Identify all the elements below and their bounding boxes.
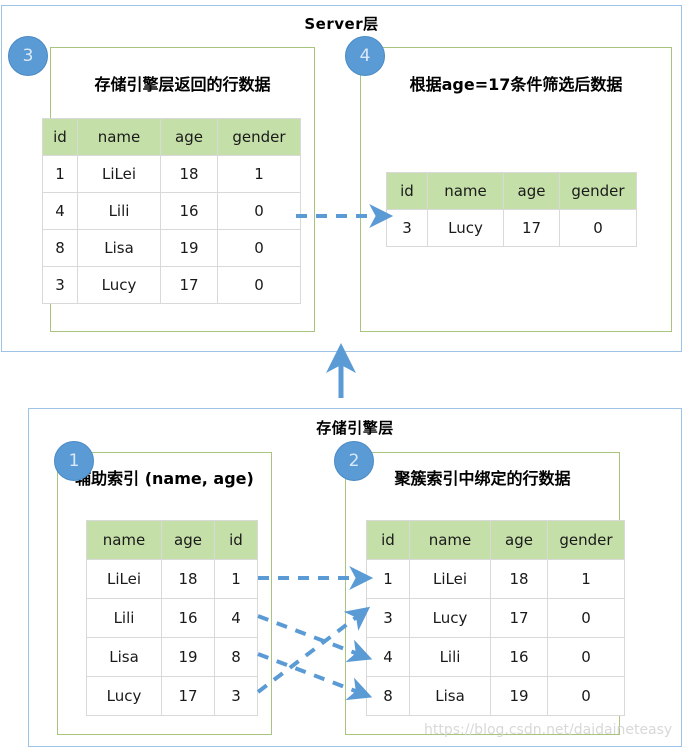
cell: 0 (559, 209, 637, 247)
table-row: LiLei 18 1 (86, 559, 258, 599)
panel-secondary-index-title: 辅助索引 (name, age) (75, 469, 254, 488)
column-header: name (77, 118, 161, 156)
column-header: age (160, 118, 218, 156)
cell: 1 (214, 559, 258, 599)
table-row: 3 Lucy 17 0 (42, 266, 301, 304)
table-returned-rows: id name age gender 1 LiLei 18 1 4 Lili 1… (42, 118, 301, 304)
column-header: gender (559, 172, 637, 210)
cell: Lisa (86, 637, 162, 677)
column-header: gender (217, 118, 301, 156)
table-header-row: id name age gender (386, 172, 637, 210)
table-row: 3 Lucy 17 0 (386, 209, 637, 247)
column-header: id (42, 118, 78, 156)
table-filtered-rows: id name age gender 3 Lucy 17 0 (386, 172, 637, 247)
cell: Lucy (409, 598, 491, 638)
cell: 0 (217, 266, 301, 304)
column-header: name (427, 172, 504, 210)
cell: Lili (409, 637, 491, 677)
table-header-row: id name age gender (42, 118, 301, 156)
table-row: 3 Lucy 17 0 (366, 598, 625, 638)
cell: 17 (503, 209, 560, 247)
cell: Lili (86, 598, 162, 638)
cell: 3 (386, 209, 428, 247)
column-header: id (214, 520, 258, 560)
cell: 19 (490, 676, 548, 716)
cell: 17 (490, 598, 548, 638)
panel-filtered-rows-title: 根据age=17条件筛选后数据 (409, 75, 623, 94)
table-clustered-index: id name age gender 1 LiLei 18 1 3 Lucy 1… (366, 520, 625, 716)
table-row: 4 Lili 16 0 (366, 637, 625, 677)
column-header: name (409, 520, 491, 560)
cell: 16 (490, 637, 548, 677)
cell: 3 (366, 598, 410, 638)
cell: 19 (160, 229, 218, 267)
panel-returned-rows-title: 存储引擎层返回的行数据 (94, 75, 271, 94)
cell: 4 (366, 637, 410, 677)
table-secondary-index: name age id LiLei 18 1 Lili 16 4 Lisa 19… (86, 520, 258, 716)
cell: Lili (77, 192, 161, 230)
storage-engine-layer-title: 存储引擎层 (316, 419, 394, 437)
cell: Lucy (77, 266, 161, 304)
cell: 18 (161, 559, 215, 599)
step-badge-2: 2 (334, 441, 374, 481)
server-layer-title: Server层 (304, 15, 379, 33)
cell: 0 (547, 676, 625, 716)
cell: 0 (547, 598, 625, 638)
table-row: Lili 16 4 (86, 598, 258, 638)
table-row: 8 Lisa 19 0 (42, 229, 301, 267)
cell: 8 (214, 637, 258, 677)
table-row: Lucy 17 3 (86, 676, 258, 716)
cell: 8 (366, 676, 410, 716)
cell: Lisa (409, 676, 491, 716)
column-header: gender (547, 520, 625, 560)
cell: 0 (547, 637, 625, 677)
table-header-row: id name age gender (366, 520, 625, 560)
cell: 0 (217, 229, 301, 267)
step-badge-3: 3 (8, 36, 48, 76)
cell: 17 (160, 266, 218, 304)
table-row: 4 Lili 16 0 (42, 192, 301, 230)
cell: LiLei (77, 155, 161, 193)
cell: Lucy (427, 209, 504, 247)
column-header: age (490, 520, 548, 560)
cell: 1 (547, 559, 625, 599)
column-header: id (386, 172, 428, 210)
cell: 1 (217, 155, 301, 193)
panel-clustered-index-title: 聚簇索引中绑定的行数据 (394, 469, 571, 488)
cell: 16 (160, 192, 218, 230)
cell: Lucy (86, 676, 162, 716)
cell: Lisa (77, 229, 161, 267)
column-header: name (86, 520, 162, 560)
watermark-text: https://blog.csdn.net/daidaineteasy (424, 722, 673, 738)
step-badge-1: 1 (54, 441, 94, 481)
cell: 0 (217, 192, 301, 230)
cell: 19 (161, 637, 215, 677)
cell: 3 (42, 266, 78, 304)
table-row: 1 LiLei 18 1 (366, 559, 625, 599)
cell: 1 (42, 155, 78, 193)
cell: 4 (214, 598, 258, 638)
table-row: Lisa 19 8 (86, 637, 258, 677)
cell: 3 (214, 676, 258, 716)
column-header: age (161, 520, 215, 560)
cell: 18 (490, 559, 548, 599)
step-badge-4: 4 (345, 36, 385, 76)
cell: 17 (161, 676, 215, 716)
table-row: 8 Lisa 19 0 (366, 676, 625, 716)
column-header: id (366, 520, 410, 560)
cell: 16 (161, 598, 215, 638)
table-header-row: name age id (86, 520, 258, 560)
cell: LiLei (409, 559, 491, 599)
column-header: age (503, 172, 560, 210)
cell: LiLei (86, 559, 162, 599)
cell: 8 (42, 229, 78, 267)
table-row: 1 LiLei 18 1 (42, 155, 301, 193)
cell: 1 (366, 559, 410, 599)
cell: 18 (160, 155, 218, 193)
cell: 4 (42, 192, 78, 230)
